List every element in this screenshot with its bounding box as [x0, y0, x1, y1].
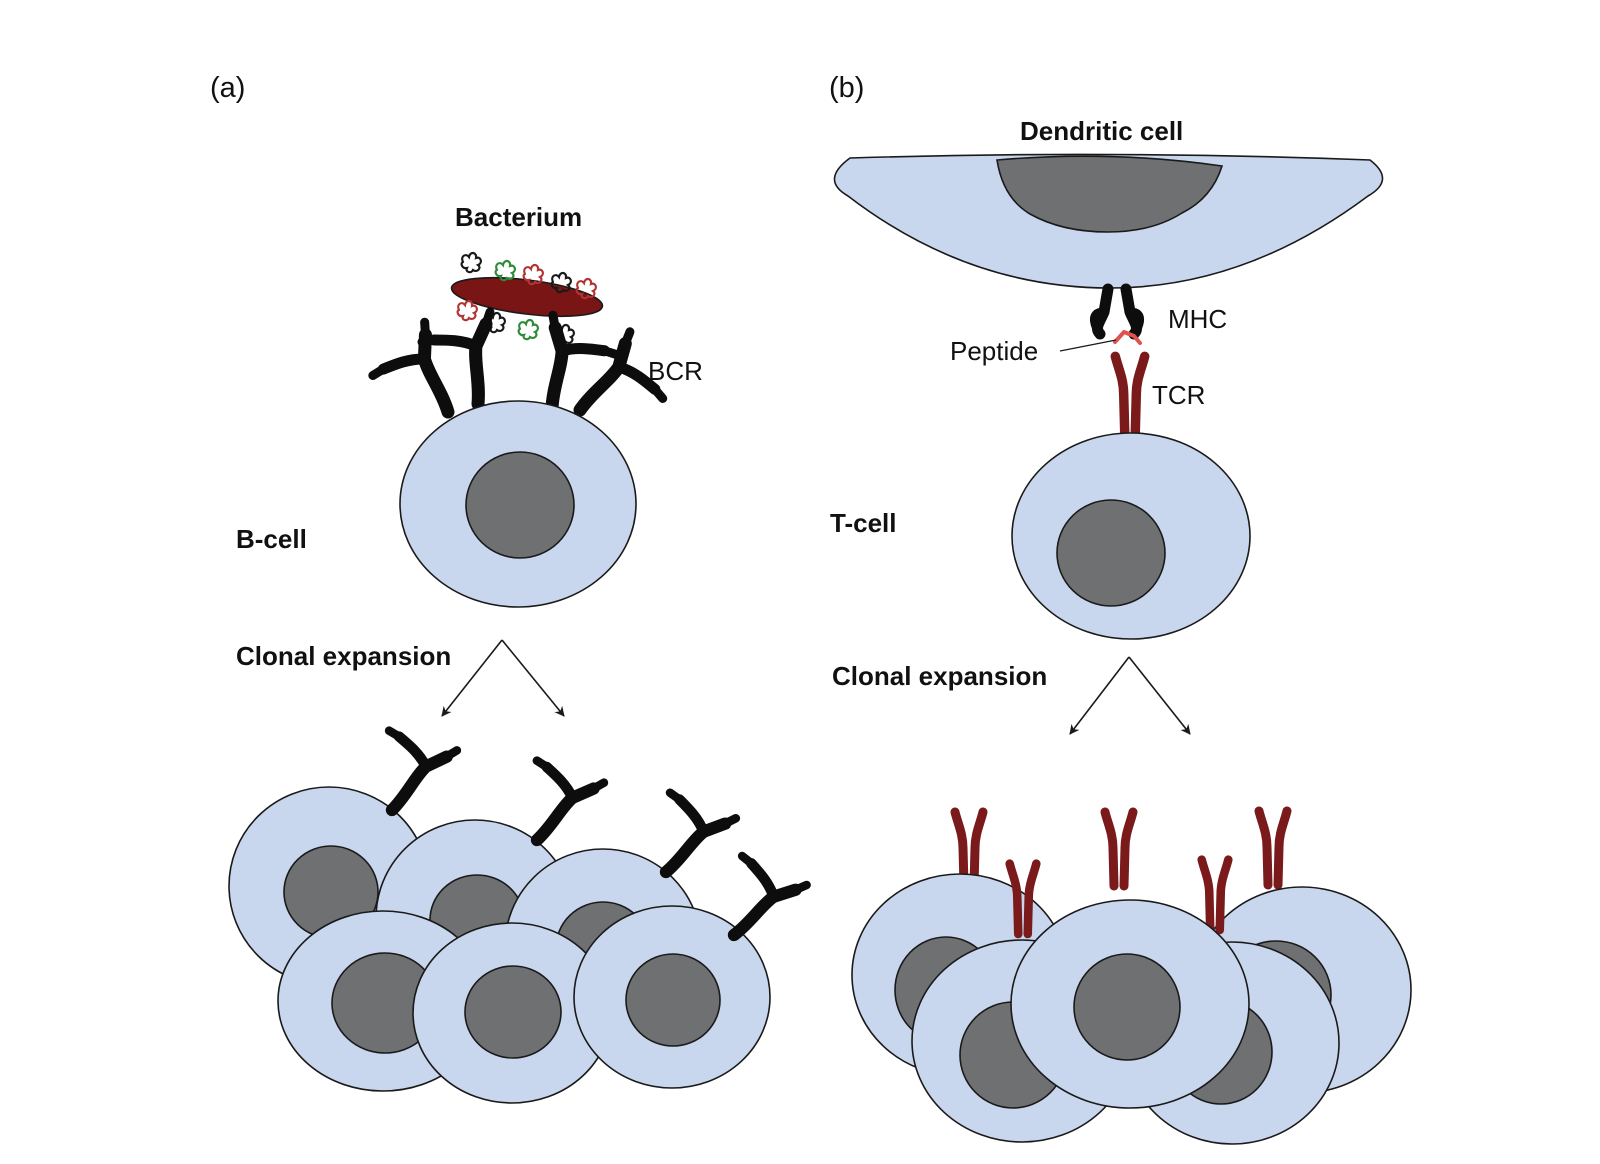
- dendritic-cell-nucleus: [996, 155, 1224, 233]
- dendritic-cell-label: Dendritic cell: [1020, 116, 1183, 146]
- bcr-label: BCR: [648, 356, 703, 386]
- b-cell-clones: [228, 709, 807, 1104]
- antigen-5: [575, 277, 597, 300]
- bacterium: Bacterium: [450, 202, 604, 346]
- t-cell-clones: [851, 811, 1412, 1145]
- b-cell-nucleus: [465, 451, 575, 559]
- mhc-label: MHC: [1168, 304, 1227, 334]
- dendritic-cell: [833, 153, 1384, 289]
- arrow-left-a: [441, 639, 503, 717]
- b-clone-6: [573, 905, 771, 1089]
- tcr-label: TCR: [1152, 380, 1205, 410]
- clonal-expansion-label-b: Clonal expansion: [832, 661, 1047, 691]
- t-clone-5: [1010, 899, 1250, 1109]
- peptide: [1113, 330, 1142, 345]
- bacterium-label: Bacterium: [455, 202, 582, 232]
- t-clone-receptors-back: [955, 811, 1287, 886]
- tcr-main: [1115, 356, 1144, 434]
- t-clone-tcr-2: [1259, 811, 1287, 885]
- antigen-6: [456, 299, 478, 322]
- panel-a: (a) Bacterium BCR B-cell Clonal expansio…: [210, 72, 807, 1104]
- expansion-arrows-a: [441, 639, 565, 717]
- antigen-1: [460, 251, 482, 274]
- panel-a-label: (a): [210, 72, 245, 104]
- t-cell: [1011, 432, 1251, 640]
- antigen-3: [522, 263, 544, 286]
- panel-b-label: (b): [829, 72, 864, 104]
- t-cell-label: T-cell: [830, 508, 896, 538]
- t-clone-tcr-3: [1105, 812, 1133, 886]
- expansion-arrows-b: [1069, 656, 1191, 735]
- arrow-right-b: [1128, 656, 1191, 735]
- antigen-4: [550, 271, 572, 294]
- t-cell-nucleus: [1056, 499, 1166, 607]
- peptide-label: Peptide: [950, 336, 1038, 366]
- b-cell-label: B-cell: [236, 524, 307, 554]
- panel-b: (b) Dendritic cell MHC Peptide TCR T-cel…: [829, 72, 1412, 1145]
- arrow-left-b: [1069, 656, 1130, 735]
- antigen-8: [517, 318, 539, 341]
- mhc-molecule: [1090, 283, 1144, 340]
- b-clone-5: [412, 922, 612, 1104]
- clonal-expansion-label-a: Clonal expansion: [236, 641, 451, 671]
- peptide-pointer-line: [1059, 339, 1117, 352]
- arrow-right-a: [501, 639, 565, 717]
- b-cell: [399, 400, 637, 608]
- antigen-2: [494, 259, 516, 282]
